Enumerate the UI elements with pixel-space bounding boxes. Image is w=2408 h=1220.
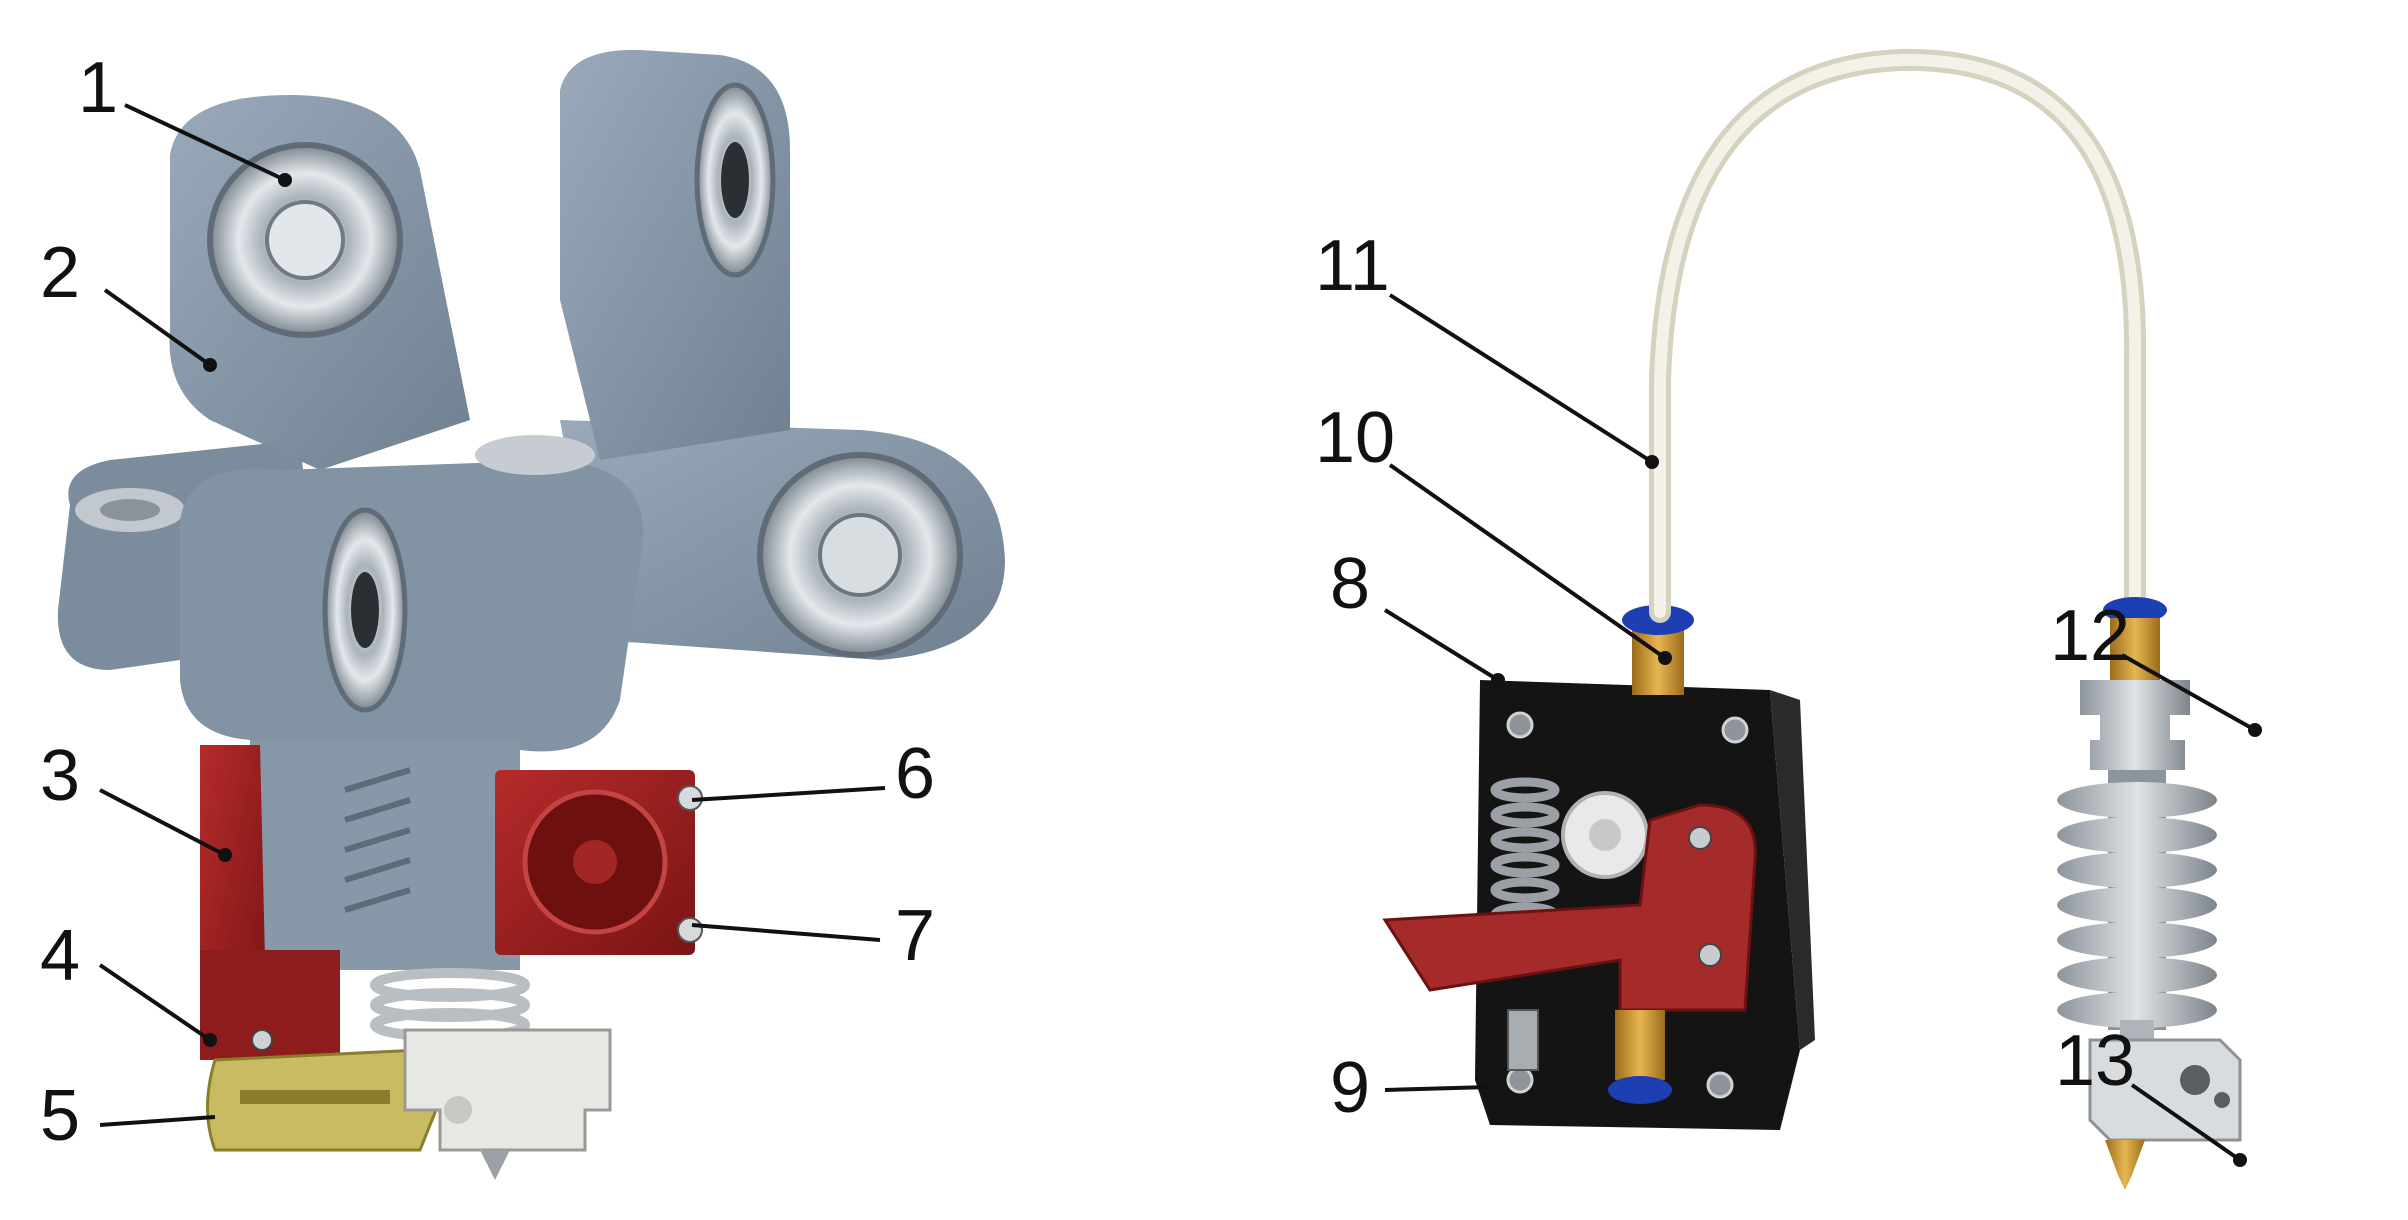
leader-4 <box>98 963 212 1042</box>
upright-bearing-bore <box>721 142 749 218</box>
callout-12: 12 <box>2050 596 2130 676</box>
outlet-coupling-collet <box>1608 1076 1672 1104</box>
hotend-mount <box>200 740 703 1180</box>
leader-9 <box>1384 1085 1491 1092</box>
inlet-coupling-brass <box>1632 625 1684 695</box>
hotend-heatsink-fins <box>2057 770 2217 1030</box>
callout-13: 13 <box>2055 1021 2135 1101</box>
callout-labels: 1 2 3 4 5 6 7 8 9 10 11 12 13 <box>40 48 2135 1156</box>
hotend-nozzle <box>2105 1140 2145 1190</box>
leader-13-dot <box>2233 1153 2247 1167</box>
heater-cartridge-hole <box>2180 1065 2210 1095</box>
extruder-lever-arm <box>1382 803 1757 1012</box>
hotend <box>2057 597 2242 1190</box>
nozzle-left <box>480 1150 510 1180</box>
heater-block <box>403 1028 612 1152</box>
hotend-groove-mount <box>2080 680 2190 770</box>
rear-roller-hub <box>100 499 160 521</box>
extruder-side <box>1770 690 1815 1050</box>
tension-spring <box>1490 777 1560 928</box>
heat-break-coil <box>370 968 530 1042</box>
leader-11 <box>1388 293 1654 464</box>
idler-bearing-hub <box>1589 819 1621 851</box>
callout-7: 7 <box>895 896 935 976</box>
leader-5 <box>99 1115 216 1127</box>
extruder-screws <box>1506 711 1749 1099</box>
center-rear-roller <box>475 435 595 475</box>
heater-block-hole <box>444 1096 472 1124</box>
callout-9: 9 <box>1330 1048 1370 1128</box>
leader-12-dot <box>2248 723 2262 737</box>
leader-8-dot <box>1491 673 1505 687</box>
carriage-assembly <box>57 49 1005 752</box>
callout-10: 10 <box>1315 398 1395 478</box>
leader-4-dot <box>203 1033 217 1047</box>
hotend-heater-block <box>2088 1038 2242 1142</box>
leader-1 <box>124 103 286 182</box>
thermistor-hole <box>2214 1092 2230 1108</box>
extruder-assembly <box>1382 605 1815 1130</box>
callout-5: 5 <box>40 1076 80 1156</box>
lever-screw-top <box>1688 826 1712 850</box>
clip-slot <box>240 1090 390 1104</box>
hotend-coupling-collet <box>2103 597 2167 623</box>
leader-10-dot <box>1658 651 1672 665</box>
leader-3-dot <box>218 848 232 862</box>
callout-1: 1 <box>78 48 118 128</box>
heatsink-fins <box>344 767 411 913</box>
leader-2 <box>103 288 212 367</box>
bracket-screw <box>251 1029 273 1051</box>
callout-11: 11 <box>1315 226 1390 306</box>
callout-8: 8 <box>1330 544 1370 624</box>
leader-6 <box>691 786 886 802</box>
right-bearing-bore <box>818 513 902 597</box>
callout-3: 3 <box>40 736 80 816</box>
cooling-duct <box>250 740 520 970</box>
leader-2-dot <box>203 358 217 372</box>
leader-11-dot <box>1645 455 1659 469</box>
top-bearing-bore <box>265 200 345 280</box>
fan-hub <box>573 840 617 884</box>
carriage-center-body <box>180 460 644 752</box>
leader-10 <box>1388 463 1667 660</box>
fan-screw-bottom <box>677 917 703 943</box>
lever-screw-bottom <box>1698 943 1722 967</box>
callout-leaders <box>98 103 2262 1167</box>
callout-2: 2 <box>40 233 80 313</box>
leader-8 <box>1383 608 1500 682</box>
callout-4: 4 <box>40 916 80 996</box>
adjust-screw <box>1507 1009 1539 1071</box>
leader-1-dot <box>278 173 292 187</box>
ptfe-tube-highlight <box>1654 53 2142 618</box>
leader-12 <box>2121 653 2256 732</box>
callout-6: 6 <box>895 734 935 814</box>
center-bearing-bore <box>351 572 379 648</box>
leader-3 <box>99 788 226 857</box>
leader-13 <box>2130 1083 2242 1162</box>
outlet-coupling-brass <box>1615 1010 1665 1080</box>
leader-7 <box>691 923 881 942</box>
